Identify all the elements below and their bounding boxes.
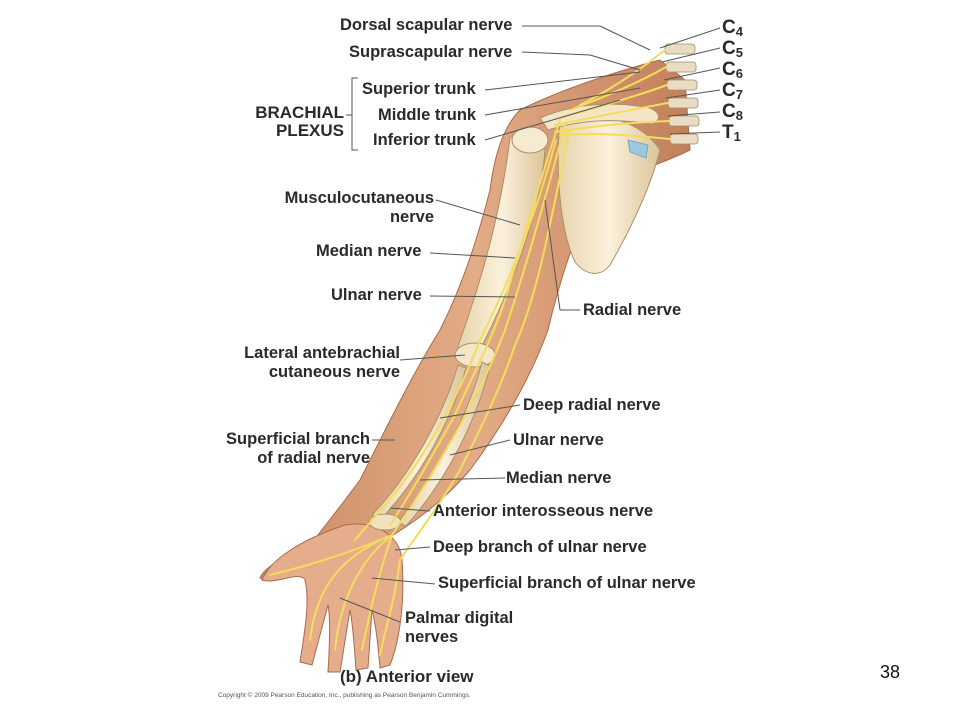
- label-palmar-digital-nerves: Palmar digital nerves: [405, 609, 513, 647]
- label-ulnar-nerve-upper: Ulnar nerve: [331, 286, 422, 304]
- nerves: [269, 49, 671, 656]
- spinal-label-c5: C5: [722, 38, 743, 61]
- label-musculocutaneous-line2: nerve: [389, 208, 434, 226]
- label-palmar-digital-line1: Palmar digital: [405, 609, 514, 627]
- label-palmar-digital-line2: nerves: [405, 628, 459, 646]
- label-lateral-antebrachial-cutaneous-nerve: Lateral antebrachial cutaneous nerve: [224, 344, 400, 382]
- label-ulnar-nerve-lower: Ulnar nerve: [513, 431, 604, 449]
- spinal-label-t1: T1: [722, 122, 741, 145]
- spinal-label-c6: C6: [722, 59, 743, 82]
- label-lateral-antebrachial-line1: Lateral antebrachial: [244, 344, 400, 362]
- costal-cartilage: [627, 139, 649, 159]
- label-deep-radial-nerve: Deep radial nerve: [523, 396, 661, 414]
- label-brachial-plexus: BRACHIAL PLEXUS: [248, 104, 344, 140]
- label-median-nerve-lower: Median nerve: [506, 469, 612, 487]
- label-brachial-plexus-line1: BRACHIAL: [255, 103, 344, 122]
- brachial-plexus-bracket: [346, 77, 358, 151]
- page-number: 38: [880, 662, 901, 682]
- label-lateral-antebrachial-line2: cutaneous nerve: [268, 363, 400, 381]
- label-dorsal-scapular-nerve: Dorsal scapular nerve: [340, 16, 513, 34]
- label-superficial-radial-line2: of radial nerve: [257, 449, 370, 467]
- label-superficial-branch-ulnar-nerve: Superficial branch of ulnar nerve: [438, 574, 696, 592]
- scapula: [557, 115, 661, 274]
- label-musculocutaneous-nerve: Musculocutaneous nerve: [264, 189, 434, 227]
- label-radial-nerve: Radial nerve: [583, 301, 682, 319]
- label-inferior-trunk: Inferior trunk: [373, 131, 476, 149]
- spinal-label-c4: C4: [722, 17, 743, 40]
- label-superficial-branch-radial-nerve: Superficial branch of radial nerve: [208, 430, 370, 468]
- spinal-label-c8: C8: [722, 101, 743, 124]
- copyright-notice: Copyright © 2009 Pearson Education, Inc.…: [218, 692, 471, 699]
- label-anterior-interosseous-nerve: Anterior interosseous nerve: [433, 502, 654, 520]
- label-musculocutaneous-line1: Musculocutaneous: [284, 189, 434, 207]
- view-caption: (b) Anterior view: [340, 667, 474, 686]
- spinal-label-c7: C7: [722, 80, 743, 103]
- label-median-nerve-upper: Median nerve: [316, 242, 422, 260]
- label-superficial-radial-line1: Superficial branch: [226, 430, 370, 448]
- leader-lines: [339, 25, 721, 623]
- ulna: [397, 361, 491, 527]
- label-brachial-plexus-line2: PLEXUS: [275, 121, 344, 140]
- vertebrae: [664, 43, 700, 145]
- label-middle-trunk: Middle trunk: [378, 106, 477, 124]
- label-deep-branch-ulnar-nerve: Deep branch of ulnar nerve: [433, 538, 647, 556]
- label-suprascapular-nerve: Suprascapular nerve: [349, 43, 513, 61]
- label-superior-trunk: Superior trunk: [362, 80, 476, 98]
